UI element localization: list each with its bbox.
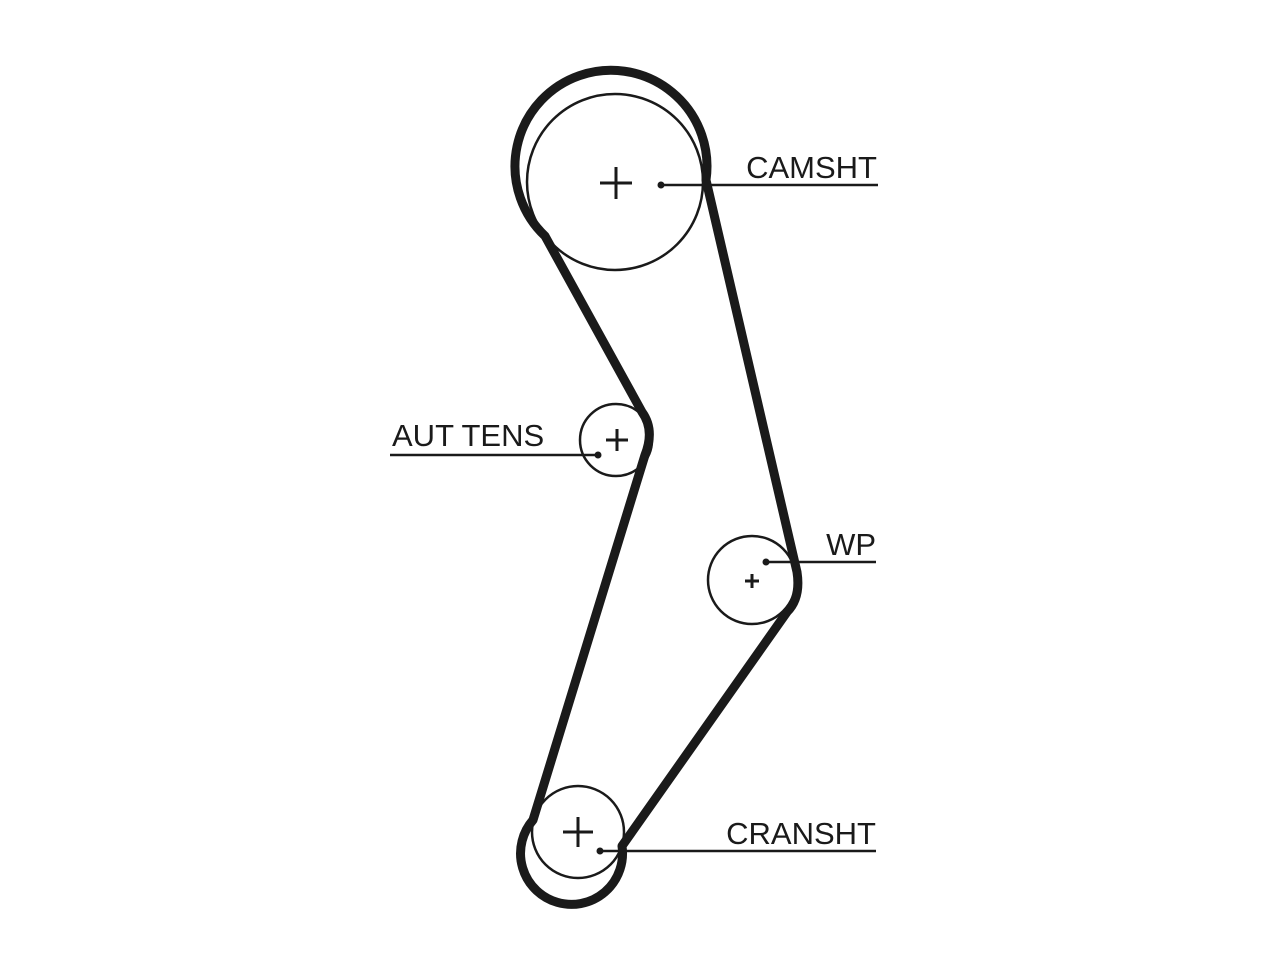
tensioner-center-mark bbox=[606, 429, 628, 451]
tensioner-label: AUT TENS bbox=[392, 418, 544, 453]
water-pump-leader bbox=[762, 558, 876, 566]
crankshaft-center-mark bbox=[563, 817, 593, 847]
tensioner-leader bbox=[390, 451, 602, 459]
camshaft-label: CAMSHT bbox=[746, 150, 877, 185]
camshaft-leader bbox=[657, 181, 878, 189]
water-pump-center-mark bbox=[745, 574, 759, 588]
timing-belt bbox=[510, 65, 803, 909]
water-pump-label: WP bbox=[826, 527, 876, 562]
crankshaft-label: CRANSHT bbox=[726, 816, 876, 851]
crankshaft-pulley bbox=[530, 784, 626, 880]
crankshaft-leader bbox=[596, 847, 876, 855]
camshaft-center-mark bbox=[600, 167, 632, 199]
